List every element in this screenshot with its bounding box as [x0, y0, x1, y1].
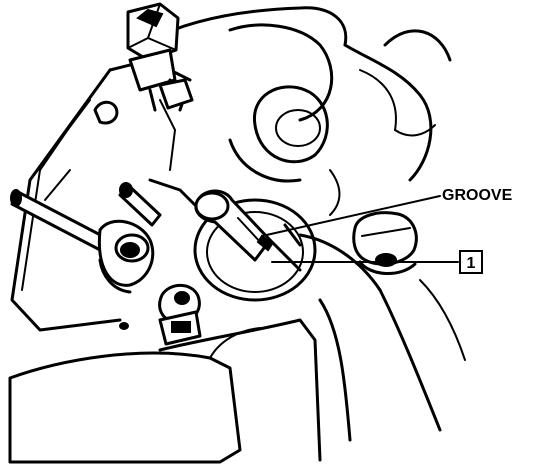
callout-1: 1 [459, 250, 483, 274]
leader-lines [261, 195, 459, 263]
small-pin [118, 182, 162, 227]
right-nut [352, 211, 418, 276]
cover-plate [8, 318, 322, 464]
left-frame [10, 58, 202, 332]
callout-1-number: 1 [467, 255, 476, 272]
lower-nut [119, 283, 202, 346]
long-bolt [10, 189, 155, 294]
groove-label: GROOVE [442, 187, 513, 204]
engine-block [148, 6, 466, 442]
shaft-with-groove [193, 189, 317, 302]
top-fitting [126, 2, 194, 112]
